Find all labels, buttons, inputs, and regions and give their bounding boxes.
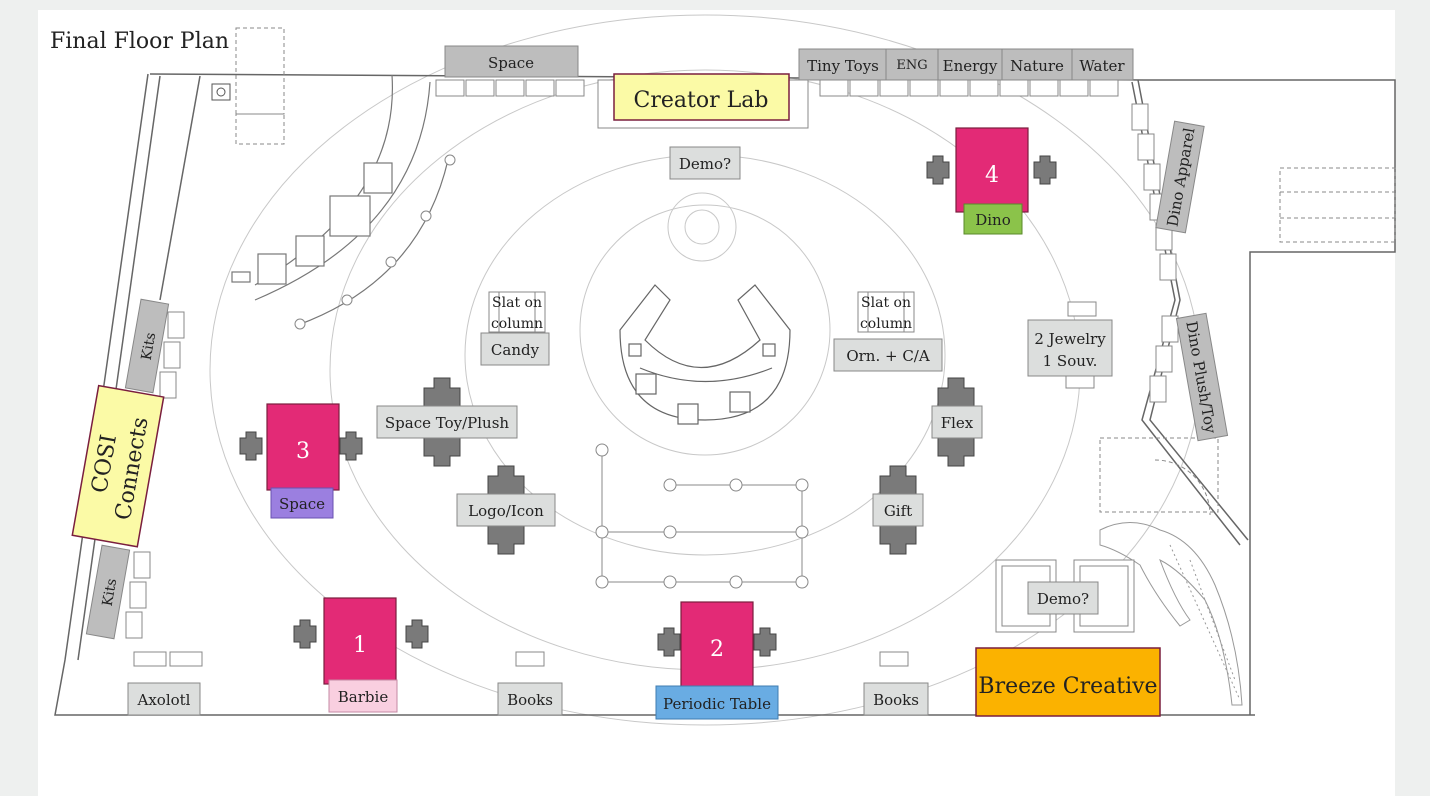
callout-cosi-connects: COSI Connects [71,384,165,548]
callout-creator-lab: Creator Lab [613,73,790,121]
table-2-number: 2 [710,637,724,662]
svg-text:Energy: Energy [943,57,998,75]
svg-text:Space: Space [488,54,534,72]
stanchion-arc [294,154,456,330]
svg-text:Creator Lab: Creator Lab [634,88,769,113]
right-wall-shelving [1131,103,1179,403]
label-demo-top: Demo? [669,146,741,180]
north-door [235,27,285,145]
svg-text:Breeze Creative: Breeze Creative [978,674,1157,699]
svg-text:column: column [860,316,912,332]
svg-text:Slat on: Slat on [861,295,911,311]
label-space-toy-plush: Space Toy/Plush [376,405,518,439]
label-books-left: Books [497,682,563,716]
central-desk [619,284,791,425]
tag-space: Space [270,487,334,519]
bottom-fixtures [133,301,1097,667]
tag-periodic-table: Periodic Table [655,685,779,720]
svg-text:Flex: Flex [941,414,974,432]
wall-label-kits-upper: Kits [124,298,170,394]
left-wall-shelving [125,311,185,639]
svg-text:Barbie: Barbie [338,688,389,706]
svg-text:Logo/Icon: Logo/Icon [468,502,544,520]
curved-counter [231,74,449,326]
svg-text:Slat on: Slat on [492,295,542,311]
callout-breeze-creative: Breeze Creative [975,647,1161,717]
wall-label-kits-lower: Kits [85,544,131,640]
svg-text:Books: Books [507,691,553,709]
wall-label-water: Water [1071,48,1134,81]
wall-label-tiny-toys: Tiny Toys [798,48,887,81]
svg-text:Dino: Dino [975,211,1011,229]
svg-text:ENG: ENG [896,58,927,73]
svg-text:Books: Books [873,691,919,709]
table-3 [266,403,340,491]
svg-text:Periodic Table: Periodic Table [663,695,771,713]
svg-text:Kits: Kits [100,577,121,607]
svg-text:Nature: Nature [1010,57,1064,75]
page-title: Final Floor Plan [50,29,229,54]
label-demo-right: Demo? [1027,581,1099,615]
label-logo-icon: Logo/Icon [456,493,556,527]
table-3-number: 3 [296,439,310,464]
table-1-number: 1 [353,633,367,658]
slat-right: Slat on column [857,291,915,333]
dinosaur-skeleton [1099,522,1243,706]
wall-label-space: Space [444,45,579,78]
table-1 [323,597,397,685]
label-flex: Flex [931,405,983,439]
label-candy: Candy [480,332,550,366]
svg-text:Demo?: Demo? [679,155,731,173]
svg-text:Tiny Toys: Tiny Toys [807,57,879,75]
east-door [1279,167,1396,243]
svg-text:Demo?: Demo? [1037,590,1089,608]
pink-tables [266,127,1029,689]
table-4 [955,127,1029,213]
slat-left: Slat on column [488,291,546,333]
wall-label-eng: ENG [885,48,939,81]
side-door [1099,437,1219,516]
stanchion-rect [595,443,809,589]
tag-barbie: Barbie [328,679,398,713]
label-ornaments: Orn. + C/A [833,338,943,372]
wall-label-energy: Energy [937,48,1003,81]
svg-text:Candy: Candy [491,341,540,359]
svg-text:column: column [491,316,543,332]
wall-label-nature: Nature [1001,48,1073,81]
label-books-right: Books [863,682,929,716]
label-axolotl: Axolotl [127,682,201,716]
label-jewelry: 2 Jewelry 1 Souv. [1027,319,1113,377]
table-numbers: 4 3 1 2 [296,163,999,662]
camera-icon [211,83,231,101]
label-gift: Gift [872,493,924,527]
table-4-number: 4 [985,163,999,188]
tag-dino: Dino [963,203,1023,235]
svg-text:Orn. + C/A: Orn. + C/A [846,347,930,365]
svg-text:Water: Water [1079,57,1125,75]
svg-text:Space Toy/Plush: Space Toy/Plush [385,414,510,432]
svg-text:2 Jewelry: 2 Jewelry [1034,330,1106,348]
svg-text:Axolotl: Axolotl [137,691,191,709]
svg-text:1 Souv.: 1 Souv. [1043,352,1098,370]
svg-text:Space: Space [279,495,325,513]
svg-text:Kits: Kits [139,331,160,361]
svg-text:Gift: Gift [884,502,912,520]
